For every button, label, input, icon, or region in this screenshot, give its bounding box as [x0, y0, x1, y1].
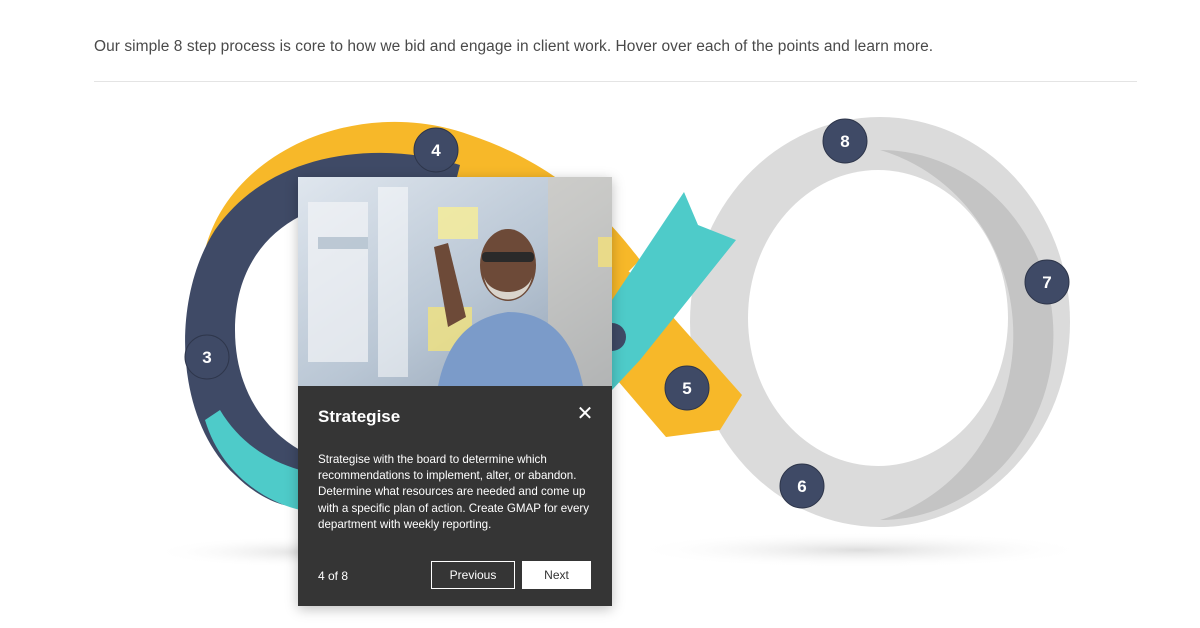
step-4-label: 4 [431, 141, 441, 160]
teal-cross-band [612, 192, 736, 390]
step-popup: Strategise ✕ Strategise with the board t… [298, 177, 612, 606]
teal-arc-left [205, 410, 300, 510]
right-loop-hole [748, 170, 1008, 466]
popup-description: Strategise with the board to determine w… [318, 453, 590, 531]
step-counter: 4 of 8 [318, 569, 349, 583]
close-icon[interactable]: ✕ [576, 403, 594, 425]
step-4-marker[interactable]: 4 [413, 127, 459, 173]
previous-button[interactable]: Previous [431, 561, 515, 589]
step-7-label: 7 [1042, 273, 1051, 292]
step-3-label: 3 [202, 348, 211, 367]
right-loop-inner-shade [880, 150, 1054, 520]
step-6-marker[interactable]: 6 [779, 463, 825, 509]
step-8-label: 8 [840, 132, 849, 151]
right-ground-shadow [630, 532, 1090, 568]
intro-text: Our simple 8 step process is core to how… [94, 38, 934, 55]
navy-arc [185, 152, 460, 507]
step-8-marker[interactable]: 8 [822, 118, 868, 164]
step-3-marker[interactable]: 3 [184, 334, 230, 380]
step-5-marker[interactable]: 5 [664, 365, 710, 411]
step-7-marker[interactable]: 7 [1024, 259, 1070, 305]
step-photo [298, 177, 612, 386]
divider [94, 81, 1137, 82]
step-5-label: 5 [682, 379, 691, 398]
step-6-label: 6 [797, 477, 806, 496]
popup-title: Strategise [318, 407, 401, 426]
next-button[interactable]: Next [522, 561, 591, 589]
